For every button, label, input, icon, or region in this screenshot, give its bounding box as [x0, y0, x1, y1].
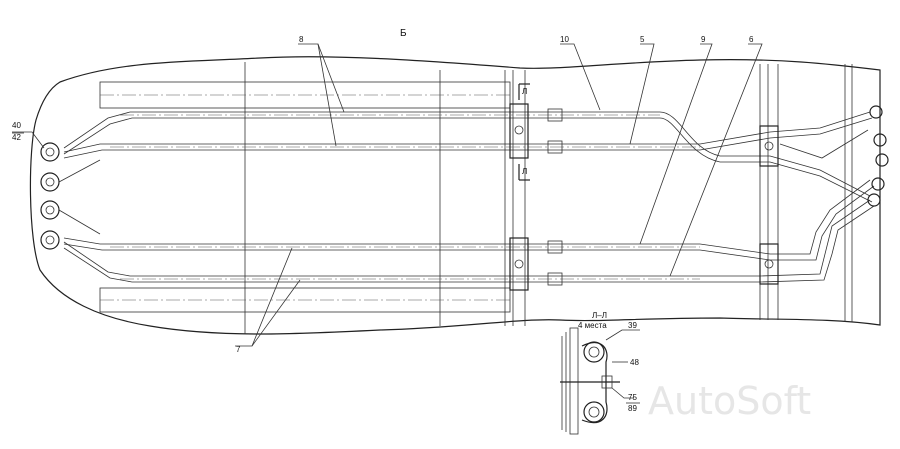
callout-75: 75: [628, 393, 637, 402]
callout-9: 9: [701, 35, 706, 44]
detail-title: Л–Л: [592, 311, 607, 320]
section-mark-top: Л: [522, 87, 527, 96]
section-cut: [518, 83, 530, 181]
side-rails: [99, 81, 511, 313]
pipe-runs: [63, 111, 875, 283]
clamps: [509, 103, 779, 291]
callout-48: 48: [630, 358, 639, 367]
section-mark-bottom: Л: [522, 167, 527, 176]
callout-7: 7: [236, 345, 241, 354]
callout-6: 6: [749, 35, 754, 44]
callout-10: 10: [560, 35, 569, 44]
detail-view: [560, 327, 640, 435]
callout-40: 40: [12, 121, 21, 130]
fittings: [547, 108, 563, 286]
callout-8: 8: [299, 35, 304, 44]
view-title: Б: [400, 28, 407, 39]
detail-note: 4 места: [578, 321, 607, 330]
body-outline: [29, 56, 881, 335]
callout-89: 89: [628, 404, 637, 413]
callout-5: 5: [640, 35, 645, 44]
left-unions: [40, 142, 101, 250]
leaders: [12, 43, 763, 347]
callout-39: 39: [628, 321, 637, 330]
watermark: AutoSoft: [648, 379, 811, 423]
right-unions: [867, 105, 889, 207]
callout-42: 42: [12, 133, 21, 142]
frame-verticals: [244, 62, 853, 334]
